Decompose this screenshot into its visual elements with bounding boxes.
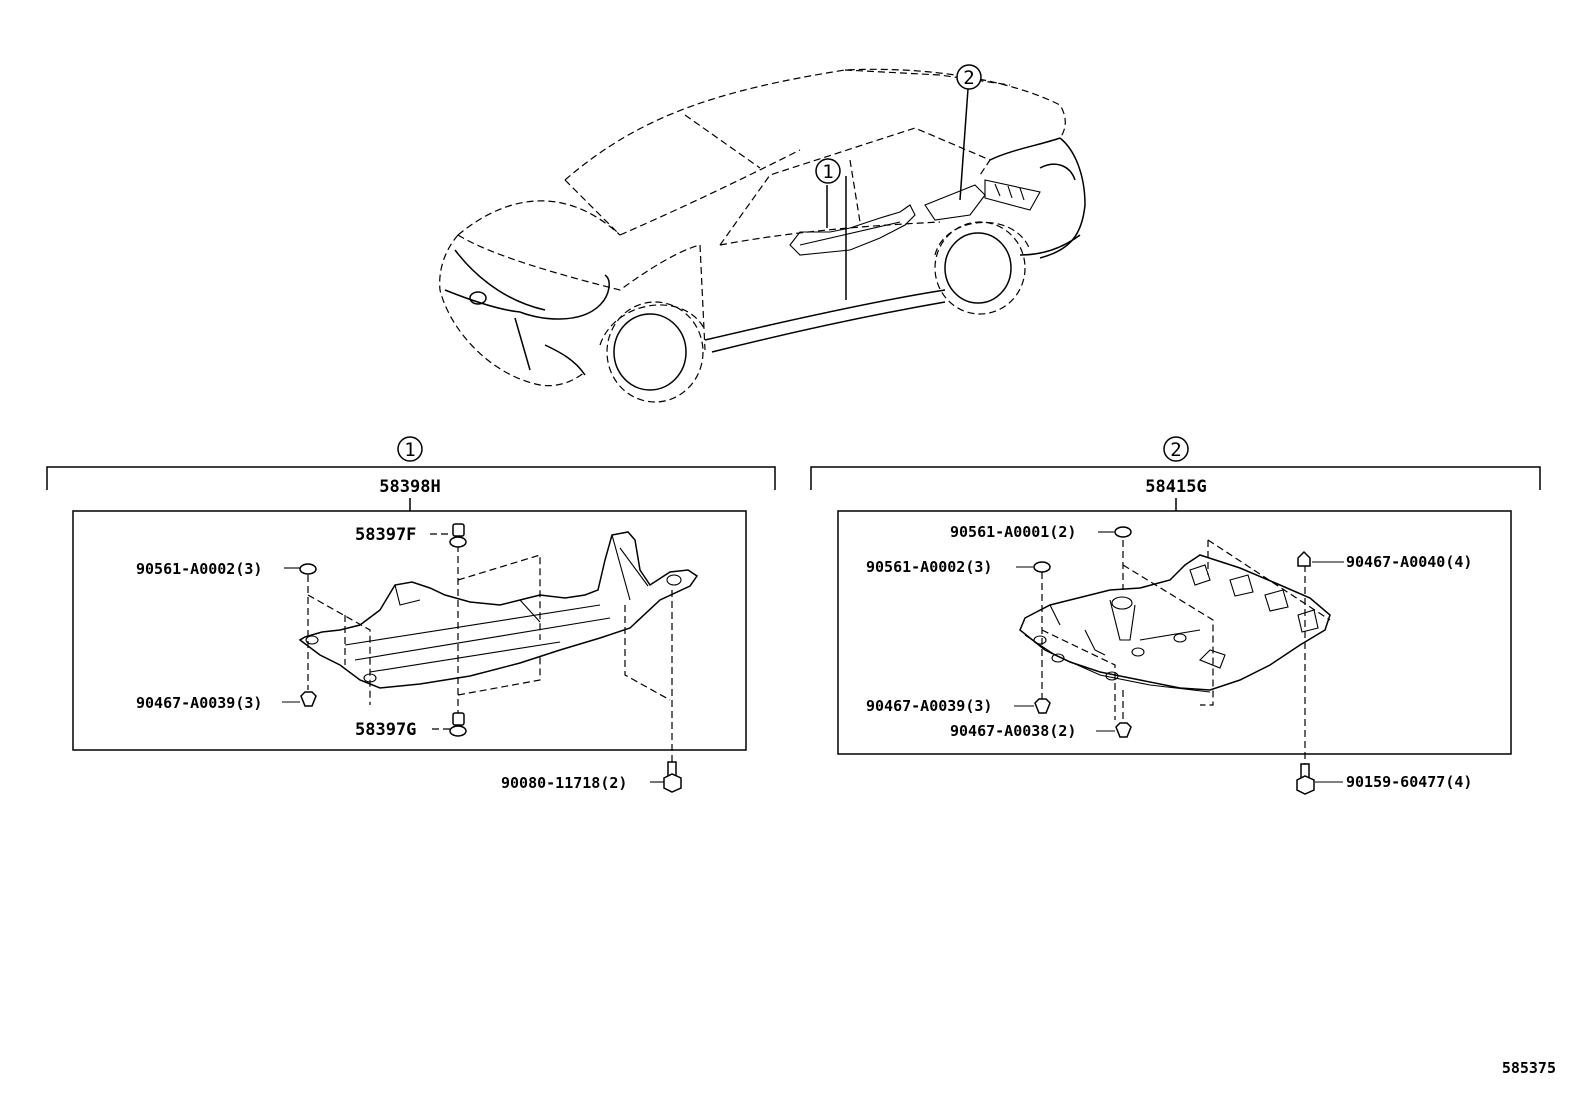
- part-90467-a0038-label: 90467-A0038(2): [950, 722, 1076, 740]
- section-1-callout: 1: [404, 439, 415, 461]
- section-1-box: [72, 510, 747, 751]
- assembly-58398h-label: 58398H: [379, 477, 440, 497]
- nut-90467-a0040-icon: [1297, 550, 1311, 567]
- nut-90467-a0039-icon: [300, 691, 317, 707]
- under-cover-2-illustration: [1019, 554, 1331, 693]
- nut-90561-a0002-icon: [299, 563, 317, 575]
- car-callout-2-label: 2: [963, 67, 974, 89]
- section-2-callout: 2: [1170, 439, 1181, 461]
- assembly-58415g-label: 58415G: [1145, 477, 1206, 497]
- part-90159-60477-label: 90159-60477(4): [1346, 773, 1472, 791]
- clip-58397g-icon: [449, 712, 467, 737]
- part-90561-a0001-label: 90561-A0001(2): [950, 523, 1076, 541]
- clip-58397f-icon: [449, 523, 467, 548]
- car-illustration: [439, 68, 1086, 403]
- part-90467-a0040-label: 90467-A0040(4): [1346, 553, 1472, 571]
- nut-90561-a0002-section2-icon: [1033, 561, 1051, 573]
- section-1: 1 58398H: [46, 436, 776, 793]
- part-58397g-label: 58397G: [355, 720, 416, 740]
- nut-90467-a0038-icon: [1115, 722, 1132, 738]
- part-90467-a0039-label: 90467-A0039(3): [136, 694, 262, 712]
- bolt-90080-11718-icon: [663, 761, 682, 793]
- section-2: 2 58415G: [810, 436, 1541, 795]
- car-callout-2: 2: [956, 64, 982, 90]
- nut-90561-a0001-icon: [1114, 526, 1132, 538]
- under-cover-1-illustration: [298, 531, 699, 689]
- bolt-90159-60477-icon: [1296, 763, 1315, 795]
- part-90561-a0002-section2-label: 90561-A0002(3): [866, 558, 992, 576]
- car-callout-1: 1: [815, 158, 841, 184]
- section-2-box: [837, 510, 1512, 755]
- car-callout-1-label: 1: [822, 161, 833, 183]
- figure-number: 585375: [1502, 1059, 1556, 1077]
- part-90561-a0002-label: 90561-A0002(3): [136, 560, 262, 578]
- part-58397f-label: 58397F: [355, 525, 416, 545]
- part-90467-a0039-section2-label: 90467-A0039(3): [866, 697, 992, 715]
- part-90080-11718-label: 90080-11718(2): [501, 774, 627, 792]
- nut-90467-a0039-section2-icon: [1034, 698, 1051, 714]
